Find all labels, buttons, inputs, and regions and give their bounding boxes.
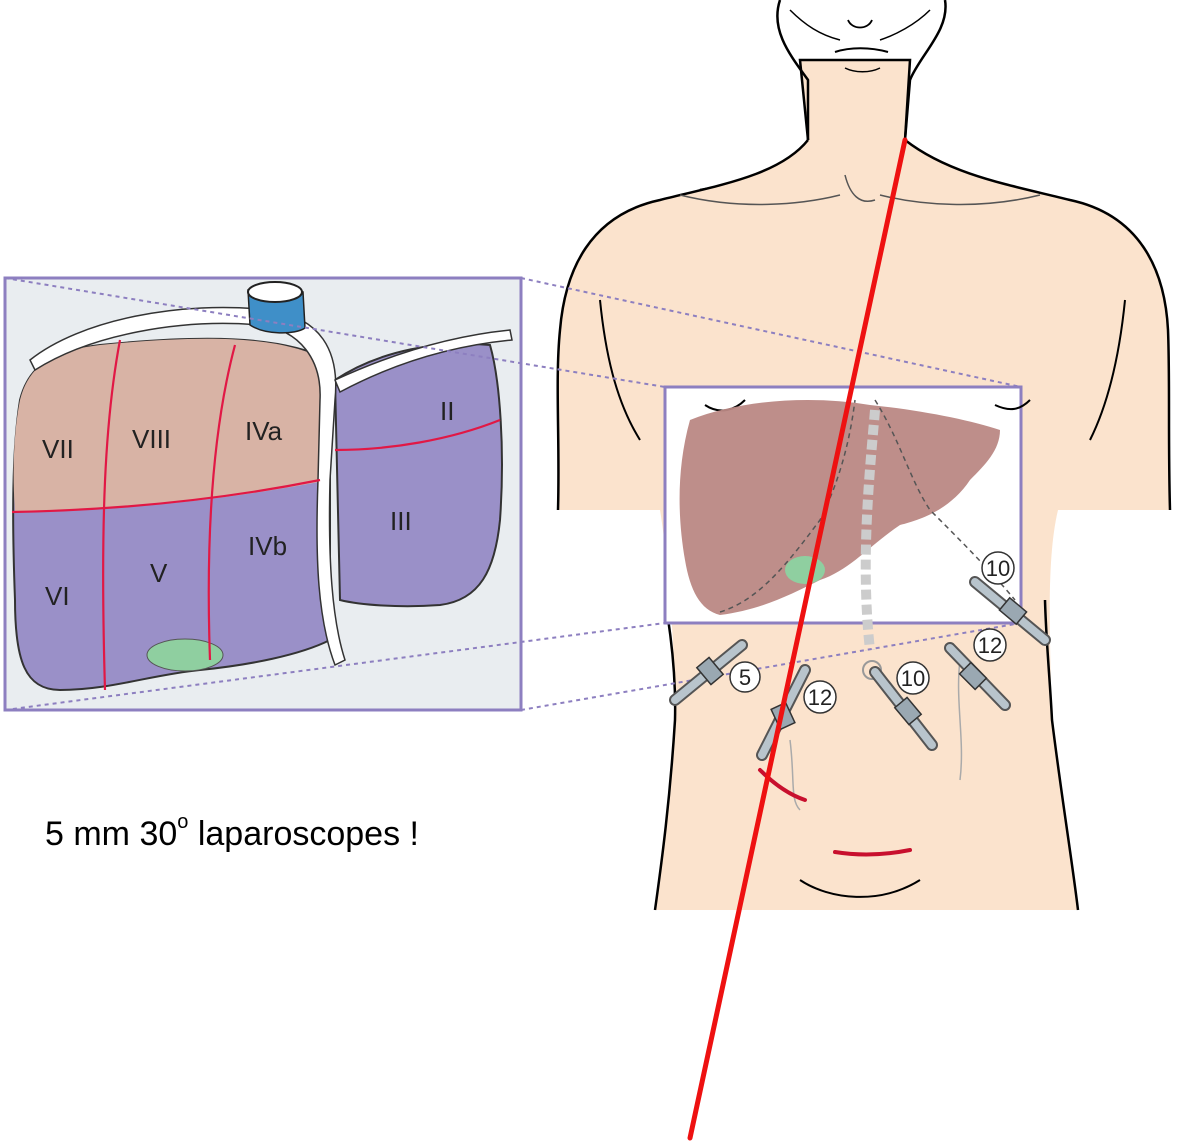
mouth bbox=[835, 48, 888, 52]
port-label-10-right: 10 bbox=[982, 552, 1014, 584]
liver-segments-inset: VII VIII IVa II VI V IVb III bbox=[5, 278, 521, 710]
segment-label-iii: III bbox=[390, 506, 412, 536]
torso-gallbladder bbox=[785, 556, 825, 584]
svg-text:10: 10 bbox=[986, 556, 1010, 581]
segment-label-iva: IVa bbox=[245, 416, 283, 446]
nose bbox=[848, 20, 872, 28]
svg-text:12: 12 bbox=[808, 685, 832, 710]
caption-tail: laparoscopes ! bbox=[188, 815, 419, 853]
svg-text:12: 12 bbox=[978, 633, 1002, 658]
caption-degree: o bbox=[177, 811, 188, 833]
segment-label-v: V bbox=[150, 558, 168, 588]
svg-text:10: 10 bbox=[901, 666, 925, 691]
segment-label-ii: II bbox=[440, 396, 454, 426]
port-label-12-right: 12 bbox=[974, 629, 1006, 661]
port-label-5: 5 bbox=[730, 662, 760, 692]
laparoscope-caption: 5 mm 30o laparoscopes ! bbox=[45, 815, 419, 854]
segment-label-vi: VI bbox=[45, 581, 70, 611]
caption-lead: 5 mm 30 bbox=[45, 815, 177, 853]
gallbladder bbox=[147, 639, 223, 671]
segment-label-ivb: IVb bbox=[248, 531, 287, 561]
port-label-12-left: 12 bbox=[804, 681, 836, 713]
segment-label-vii: VII bbox=[42, 434, 74, 464]
liver-left-lobe bbox=[335, 344, 502, 606]
segment-label-viii: VIII bbox=[132, 424, 171, 454]
svg-text:5: 5 bbox=[739, 665, 751, 690]
port-label-10-center: 10 bbox=[897, 662, 929, 694]
liver-on-torso-box bbox=[665, 387, 1030, 650]
